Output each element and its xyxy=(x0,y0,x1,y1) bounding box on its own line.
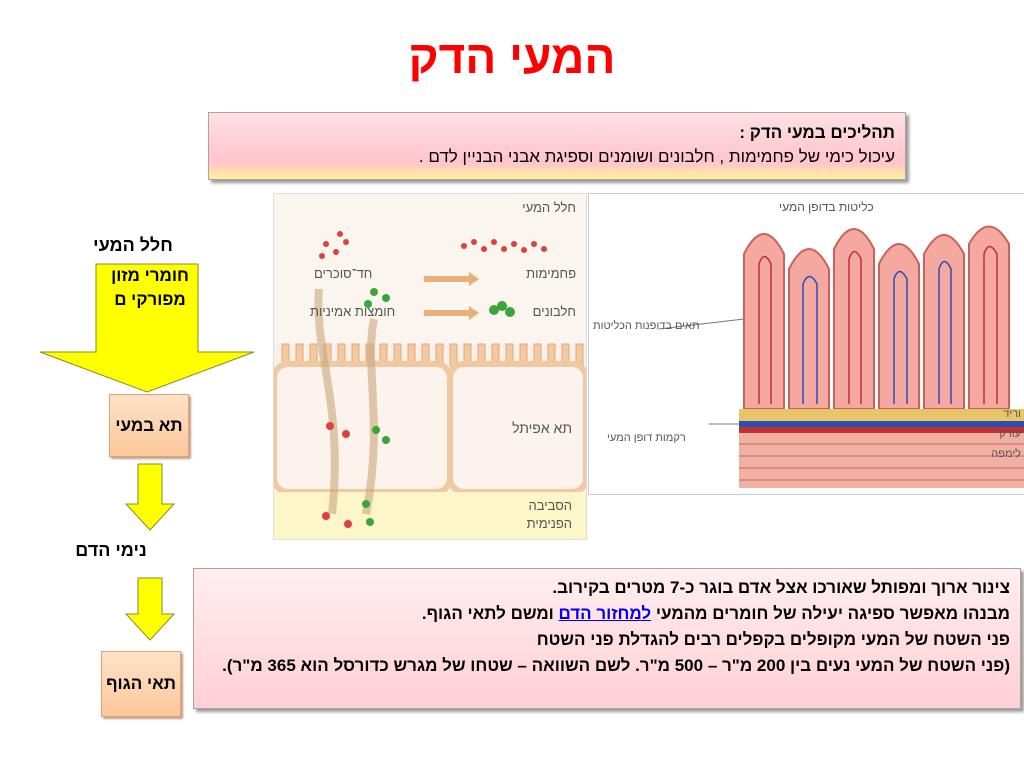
fig1-proteins-label: חלבונים xyxy=(532,304,576,319)
down-arrow-1 xyxy=(124,463,176,531)
down-arrow-large xyxy=(39,263,255,393)
fig1-carbohydrates-label: פחמימות xyxy=(526,266,576,281)
facts-line-3: פני השטח של המעי מקופלים בקפלים רבים להג… xyxy=(536,630,1010,649)
fig2-artery-label: עורק xyxy=(999,428,1021,440)
absorption-illustration xyxy=(274,194,586,539)
fig2-villus-cells-label: תאים בדופנות הכליטות xyxy=(593,320,700,332)
villi-illustration xyxy=(658,225,1024,488)
arrow-text: חומרי מזון מפורקי ם xyxy=(111,266,189,309)
fig1-amino-acids-label: חומצות אמיניות xyxy=(310,304,396,319)
intestine-cell-box: תא במעי xyxy=(109,394,189,457)
capillaries-label: נימי הדם xyxy=(75,540,147,560)
facts-line-2-start: מבנהו מאפשר ספיגה יעילה של חומרים מהמעי xyxy=(651,604,1010,623)
fig1-internal-env-label-1: הסביבה xyxy=(528,498,572,513)
processes-box: תהליכים במעי הדק : עיכול כימי של פחמימות… xyxy=(208,112,906,180)
down-arrow-2 xyxy=(124,577,176,641)
fig2-lymph-label: לימפה xyxy=(991,448,1021,460)
fig2-vein-label: וריד xyxy=(1003,408,1021,420)
villi-figure: כליטות בדופן המעי תאים בדופנות הכליטות ר… xyxy=(588,193,1024,495)
page-title: המעי הדק xyxy=(408,31,616,83)
facts-line-2-end: ומשם לתאי הגוף. xyxy=(421,604,559,623)
fig2-wall-tissues-label: רקמות דופן המעי xyxy=(607,432,686,444)
fig1-epithelial-cell-label: תא אפיתל xyxy=(512,420,572,436)
facts-line-2: מבנהו מאפשר ספיגה יעילה של חומרים מהמעי … xyxy=(206,601,1010,627)
blood-circulation-link[interactable]: למחזור הדם xyxy=(558,604,652,623)
intestine-facts-box: צינור ארוך ומפותל שאורכו אצל אדם בוגר כ-… xyxy=(193,568,1021,709)
fig2-villi-label: כליטות בדופן המעי xyxy=(779,200,874,214)
fig1-monosaccharides-label: חד־סוכרים xyxy=(314,266,373,281)
fig1-lumen-label: חלל המעי xyxy=(522,200,576,215)
absorption-figure: חלל המעי פחמימות חד־סוכרים חלבונים חומצו… xyxy=(273,193,587,540)
facts-line-4: (פני השטח של המעי נעים בין 200 מ"ר – 500… xyxy=(222,656,1010,675)
processes-heading: תהליכים במעי הדק : xyxy=(739,123,895,142)
facts-line-1: צינור ארוך ומפותל שאורכו אצל אדם בוגר כ-… xyxy=(552,578,1010,597)
fig1-internal-env-label-2: הפנימית xyxy=(526,516,572,531)
processes-text: עיכול כימי של פחמימות , חלבונים ושומנים … xyxy=(418,147,895,166)
body-cells-box: תאי הגוף xyxy=(101,651,181,717)
lumen-label: חלל המעי xyxy=(93,235,173,255)
